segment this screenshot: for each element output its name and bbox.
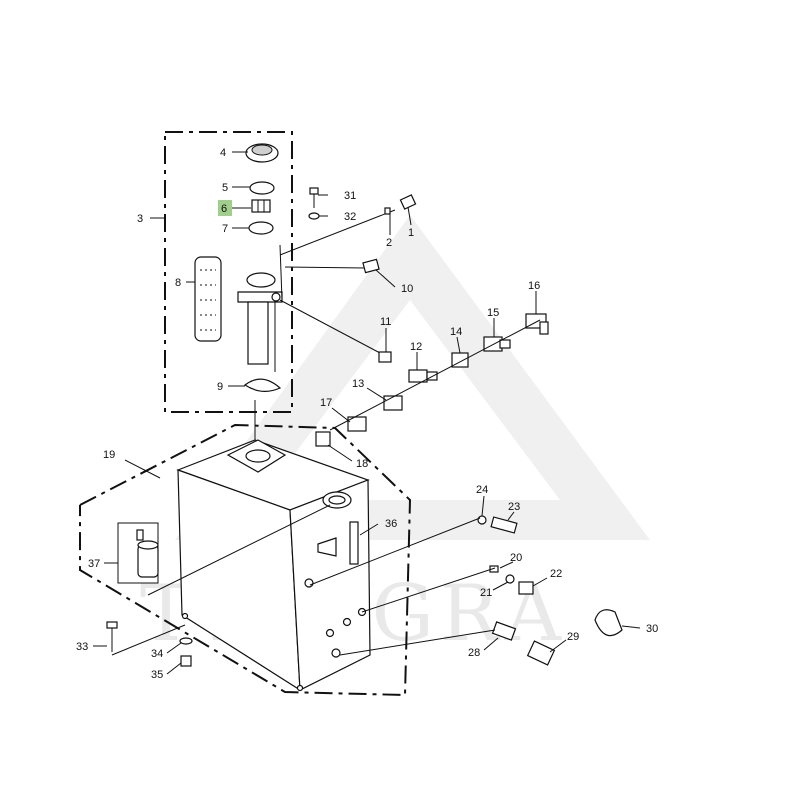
cap-30 [594, 609, 623, 637]
tank-assembly-group [79, 423, 412, 697]
callout-34: 34 [151, 648, 163, 660]
fitting-28 [491, 621, 517, 641]
callout-33: 33 [76, 641, 88, 653]
fitting-11 [378, 351, 392, 363]
callout-4: 4 [220, 147, 226, 159]
nut-13 [383, 395, 403, 411]
callout-11: 11 [380, 316, 391, 328]
gasket-9 [243, 378, 282, 392]
seal-24 [477, 515, 487, 525]
callout-12: 12 [410, 341, 422, 353]
callout-7: 7 [222, 223, 228, 235]
callout-2: 2 [386, 237, 392, 249]
callout-28: 28 [468, 647, 480, 659]
callout-15: 15 [487, 307, 499, 319]
washer-21 [505, 574, 515, 584]
fitting-10 [362, 258, 380, 274]
callout-32: 32 [344, 211, 356, 223]
washer-34 [179, 637, 193, 645]
breather-line [147, 504, 331, 596]
elbow-16 [525, 313, 549, 335]
callout-14: 14 [450, 326, 462, 338]
fitting-29 [526, 640, 556, 666]
callout-6-highlight [218, 200, 232, 216]
callout-18: 18 [356, 458, 368, 470]
leader-lines [93, 151, 641, 675]
callout-17: 17 [320, 397, 332, 409]
fitting-23 [490, 516, 518, 534]
callouts: 4 5 6 7 3 8 9 31 32 1 2 10 11 12 13 14 1… [76, 147, 658, 681]
plug-20 [489, 565, 499, 573]
callout-37: 37 [88, 558, 100, 570]
bolt-33 [106, 621, 118, 652]
filter-head [237, 272, 283, 372]
tee-12 [408, 369, 438, 383]
callout-21: 21 [480, 587, 492, 599]
breather-37 [117, 522, 159, 584]
callout-29: 29 [567, 631, 579, 643]
callout-10: 10 [401, 283, 413, 295]
callout-23: 23 [508, 501, 520, 513]
callout-9: 9 [217, 381, 223, 393]
callout-22: 22 [550, 568, 562, 580]
callout-30: 30 [646, 623, 658, 635]
washer-32 [308, 212, 320, 220]
tube-lines [279, 209, 396, 354]
callout-1: 1 [408, 227, 414, 239]
callout-35: 35 [151, 669, 163, 681]
callout-20: 20 [510, 552, 522, 564]
callout-5: 5 [222, 182, 228, 194]
callout-31: 31 [344, 190, 356, 202]
fitting-1 [399, 194, 417, 210]
nut-35 [180, 655, 192, 667]
filter-element [194, 256, 222, 342]
filler-cap [245, 143, 279, 163]
nut-17 [347, 416, 367, 432]
bolt-31 [309, 187, 319, 208]
callout-3: 3 [137, 213, 143, 225]
filter-assembly-group [150, 131, 293, 413]
callout-24: 24 [476, 484, 488, 496]
callout-6: 6 [221, 203, 227, 215]
valve-6 [251, 199, 271, 213]
seal-2 [384, 207, 391, 215]
plug-22 [518, 581, 534, 595]
callout-19: 19 [103, 449, 115, 461]
tube-lower [329, 319, 541, 431]
bolt-leader [111, 624, 186, 656]
o-ring-5 [249, 181, 275, 195]
callout-36: 36 [385, 518, 397, 530]
callout-13: 13 [352, 378, 364, 390]
connection-lines-right [309, 517, 496, 656]
hydraulic-tank [176, 400, 371, 692]
o-ring-7 [248, 221, 274, 235]
callout-8: 8 [175, 277, 181, 289]
callout-16: 16 [528, 280, 540, 292]
clamp-18 [315, 431, 331, 447]
